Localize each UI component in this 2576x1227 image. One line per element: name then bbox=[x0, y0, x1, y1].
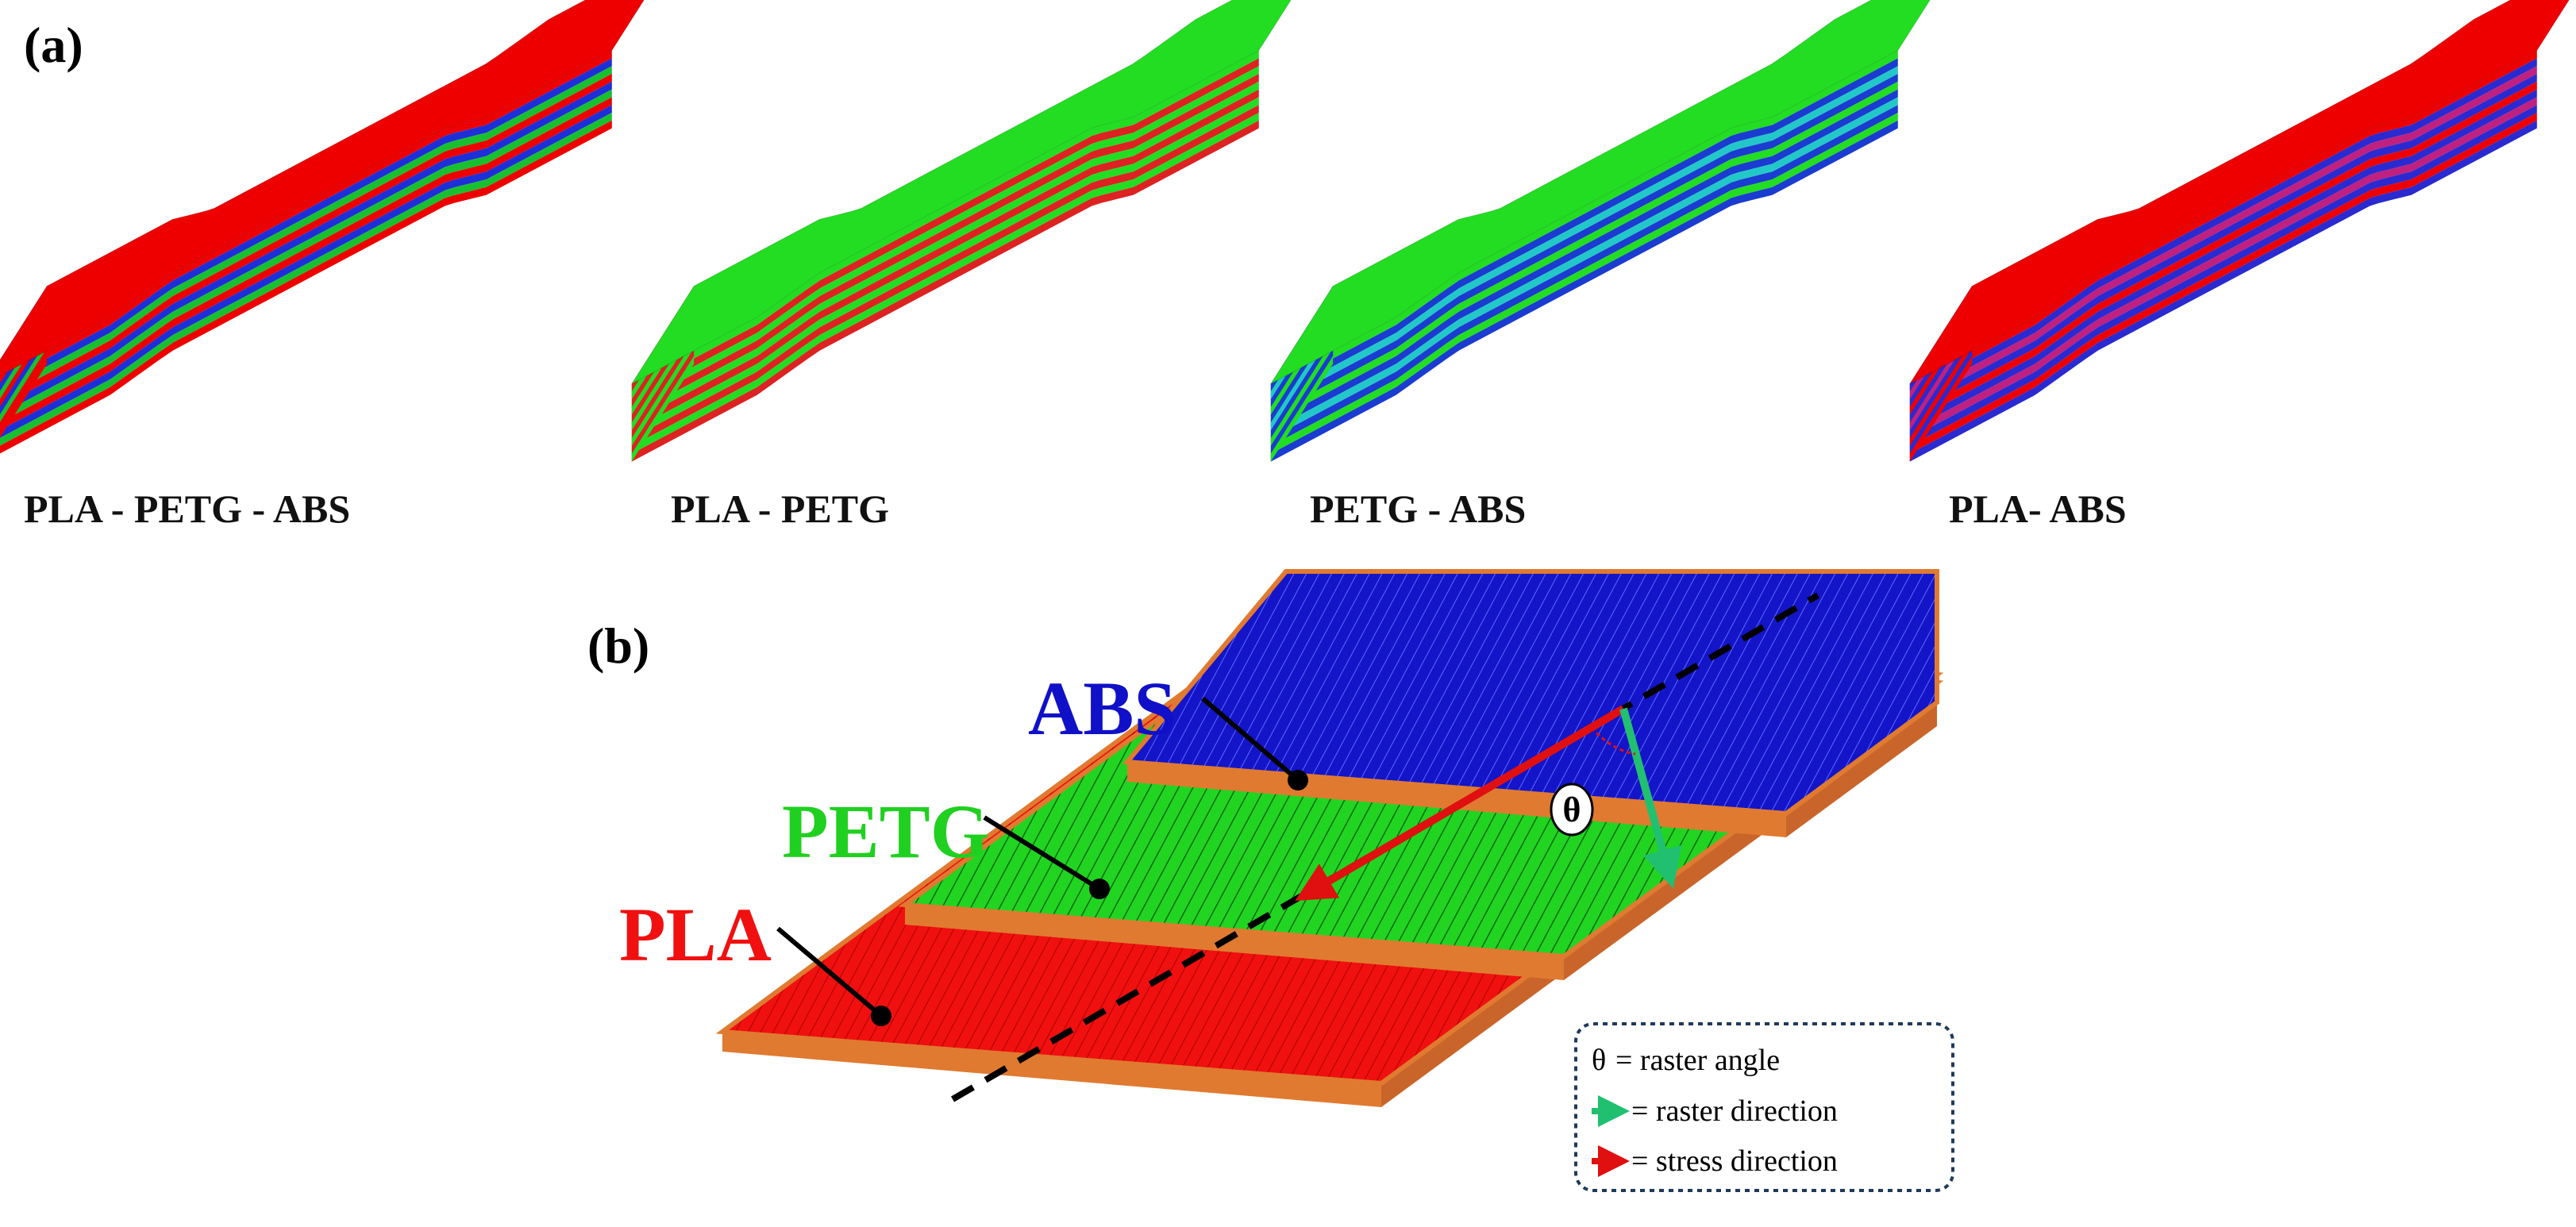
specimen-2-layer-5 bbox=[631, 81, 1259, 423]
specimen-2-layer-7 bbox=[631, 97, 1259, 439]
specimen-4-layer-7 bbox=[1909, 97, 2537, 439]
specimen-2-end-layer-8 bbox=[631, 340, 695, 446]
specimen-4-end-layer-7 bbox=[1909, 333, 1973, 439]
specimen-1-layer-1 bbox=[0, 50, 612, 384]
specimen-4-layer-4 bbox=[1909, 74, 2537, 415]
specimen-4-end-layer-10 bbox=[1909, 356, 1973, 462]
legend-raster-direction: = raster direction bbox=[1631, 1094, 1838, 1128]
specimen-1-layer-10 bbox=[0, 120, 612, 454]
specimen-2-layer-3 bbox=[631, 66, 1259, 407]
panel-a-label: (a) bbox=[24, 17, 83, 73]
specimen-4-layer-6 bbox=[1909, 89, 2537, 431]
specimen-4-top-face bbox=[1908, 0, 2570, 385]
specimen-1-caption: PLA - PETG - ABS bbox=[24, 487, 350, 531]
specimen-1-layer-9 bbox=[0, 113, 612, 446]
raster-direction-arrow bbox=[1619, 707, 1682, 889]
legend-raster-angle: = raster angle bbox=[1615, 1044, 1780, 1077]
specimen-2: PLA - PETG bbox=[630, 0, 1292, 531]
specimen-4-layer-8 bbox=[1909, 105, 2537, 446]
specimen-3-layer-9 bbox=[1270, 113, 1898, 454]
specimen-3-top-face bbox=[1269, 0, 1931, 385]
specimen-3-end-layer-7 bbox=[1270, 333, 1334, 439]
specimen-3-layer-8 bbox=[1270, 105, 1898, 446]
specimen-2-layer-6 bbox=[631, 89, 1259, 431]
legend-theta-key: θ bbox=[1592, 1044, 1606, 1077]
specimen-1-layer-8 bbox=[0, 105, 612, 438]
specimen-4-layer-2 bbox=[1909, 58, 2537, 400]
specimen-2-layer-1 bbox=[631, 50, 1259, 392]
panel-b-label: (b) bbox=[587, 617, 649, 674]
specimen-2-layer-8 bbox=[631, 105, 1259, 446]
pla-label: PLA bbox=[619, 892, 772, 977]
specimen-3-layer-1 bbox=[1270, 50, 1898, 392]
specimen-2-end-layer-9 bbox=[631, 348, 695, 454]
specimen-1-layer-5 bbox=[0, 81, 612, 415]
abs-leader-dot bbox=[1288, 770, 1308, 790]
stress-direction-arrow bbox=[1295, 705, 1626, 902]
specimen-1-end-layer-8 bbox=[0, 340, 48, 422]
specimen-3: PETG - ABS bbox=[1269, 0, 1931, 531]
specimen-3-end-layer-9 bbox=[1270, 348, 1334, 454]
specimen-4-caption: PLA- ABS bbox=[1949, 487, 2127, 531]
specimen-1: PLA - PETG - ABS bbox=[0, 0, 645, 531]
abs-layer-top bbox=[1122, 569, 1939, 817]
abs-layer-edge-right bbox=[1786, 702, 1937, 837]
specimen-4-end-layer-8 bbox=[1909, 340, 1973, 446]
specimen-2-layer-10 bbox=[631, 120, 1259, 462]
legend-box bbox=[1574, 1022, 1954, 1192]
petg-label: PETG bbox=[782, 789, 989, 874]
specimen-2-caption: PLA - PETG bbox=[671, 487, 889, 531]
specimen-4-end-layer-9 bbox=[1909, 348, 1973, 454]
specimen-1-layer-3 bbox=[0, 66, 612, 399]
specimen-3-end-layer-8 bbox=[1270, 340, 1334, 446]
specimen-3-layer-10 bbox=[1270, 120, 1898, 462]
specimen-4: PLA- ABS bbox=[1908, 0, 2570, 531]
petg-layer-edge bbox=[905, 905, 1564, 980]
specimen-1-layer-6 bbox=[0, 89, 612, 423]
petg-leader bbox=[983, 815, 1101, 891]
specimen-1-end-layer-9 bbox=[0, 348, 48, 430]
petg-leader-dot bbox=[1089, 879, 1110, 899]
legend-stress-direction: = stress direction bbox=[1631, 1144, 1838, 1178]
specimen-3-layer-3 bbox=[1270, 66, 1898, 407]
specimen-3-layer-5 bbox=[1270, 81, 1898, 423]
specimen-3-layer-2 bbox=[1270, 58, 1898, 400]
pla-layer-edge bbox=[722, 1032, 1381, 1107]
specimen-4-layer-1 bbox=[1909, 50, 2537, 392]
specimen-2-end-layer-7 bbox=[631, 333, 695, 439]
legend: θ = raster angle = raster direction = st… bbox=[1574, 1022, 1954, 1192]
specimen-1-layer-2 bbox=[0, 58, 612, 391]
specimen-4-layer-3 bbox=[1909, 66, 2537, 407]
specimen-3-end-layer-10 bbox=[1270, 356, 1334, 462]
theta-marker bbox=[1550, 783, 1594, 837]
specimen-4-layer-5 bbox=[1909, 81, 2537, 423]
specimen-4-layer-10 bbox=[1909, 120, 2537, 462]
specimen-1-top-face bbox=[0, 0, 645, 376]
specimen-3-layer-4 bbox=[1270, 74, 1898, 415]
specimen-3-caption: PETG - ABS bbox=[1310, 487, 1526, 531]
callout-abs: ABS bbox=[1028, 666, 1308, 790]
specimen-2-layer-4 bbox=[631, 74, 1259, 415]
callout-petg: PETG bbox=[782, 789, 1110, 899]
specimen-group: PLA - PETG - ABS PLA - PETG PETG - ABS PLA-… bbox=[0, 0, 2570, 531]
specimen-2-top-face bbox=[630, 0, 1292, 385]
pla-leader-dot bbox=[871, 1006, 891, 1026]
theta-symbol: θ bbox=[1563, 790, 1581, 829]
specimen-1-end-layer-10 bbox=[0, 356, 48, 438]
specimen-2-end-layer-10 bbox=[631, 356, 695, 462]
specimen-1-layer-7 bbox=[0, 97, 612, 430]
abs-label: ABS bbox=[1028, 666, 1176, 751]
specimen-1-layer-4 bbox=[0, 74, 612, 407]
specimen-2-layer-2 bbox=[631, 58, 1259, 400]
specimen-3-layer-6 bbox=[1270, 89, 1898, 431]
abs-leader bbox=[1201, 696, 1300, 783]
specimen-3-layer-7 bbox=[1270, 97, 1898, 439]
specimen-2-layer-9 bbox=[631, 113, 1259, 454]
callout-pla: PLA bbox=[619, 892, 891, 1026]
pla-leader bbox=[776, 926, 883, 1018]
specimen-4-layer-9 bbox=[1909, 113, 2537, 454]
